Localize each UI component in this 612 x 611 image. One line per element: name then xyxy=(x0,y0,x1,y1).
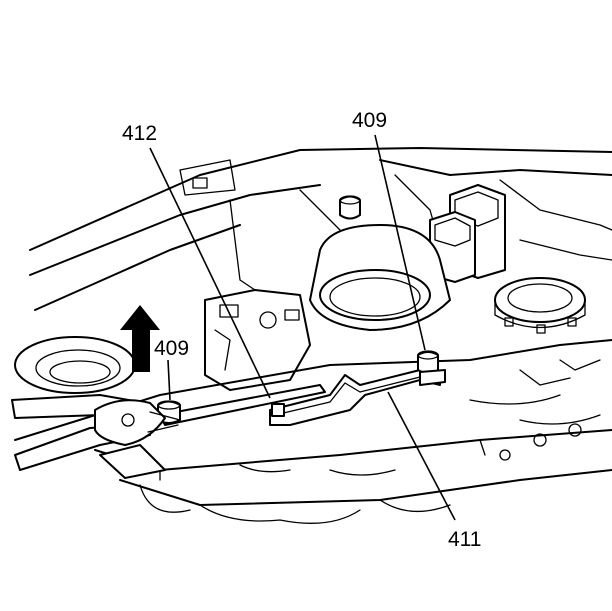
left-seal-ring xyxy=(14,336,136,394)
right-seal-ring xyxy=(494,277,586,334)
callout-412: 412 xyxy=(122,122,157,145)
center-bore-boss xyxy=(309,224,451,331)
callout-409-left: 409 xyxy=(154,337,189,360)
support-plate xyxy=(99,444,166,479)
arrow-up-icon xyxy=(120,305,160,372)
leader-lines xyxy=(149,134,456,521)
valve-body-bracket xyxy=(204,289,311,391)
housing-bolt xyxy=(339,195,361,220)
bolt-409-right xyxy=(417,350,446,386)
transmission-case xyxy=(29,147,612,311)
pliers-tool xyxy=(11,394,181,471)
callout-409-top: 409 xyxy=(352,109,387,132)
link-pin xyxy=(271,403,285,417)
detent-spring-411 xyxy=(269,369,441,426)
callout-411: 411 xyxy=(448,528,481,551)
